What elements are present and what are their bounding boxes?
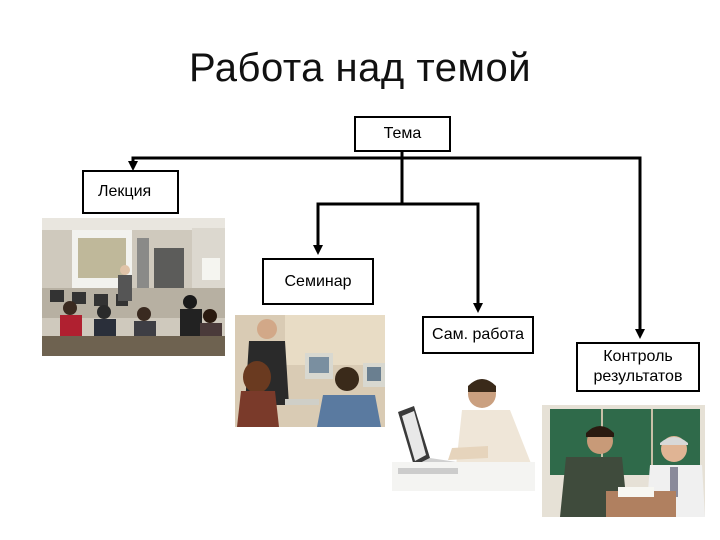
node-lecture: Лекция [82,170,179,214]
node-selfwork: Сам. работа [422,316,534,354]
node-control-label-line1: Контроль [603,348,673,365]
connector-lecture [128,156,402,171]
node-selfwork-label: Сам. работа [431,326,525,343]
node-lecture-label: Лекция [98,183,152,200]
slide-title: Работа над темой [188,46,532,90]
control-photo [542,405,705,517]
seminar-photo [235,315,385,427]
node-control: Контроль результатов [576,342,700,392]
node-seminar-label: Семинар [284,272,352,290]
node-seminar: Семинар [262,258,374,305]
node-tema-label: Тема [383,125,422,142]
node-control-label-line2: результатов [593,368,683,385]
node-tema: Тема [354,116,451,152]
selfwork-photo [392,376,535,491]
connector-selfwork [402,202,483,313]
connector-seminar [313,202,402,255]
lecture-photo [42,218,225,356]
connector-control [402,156,645,339]
